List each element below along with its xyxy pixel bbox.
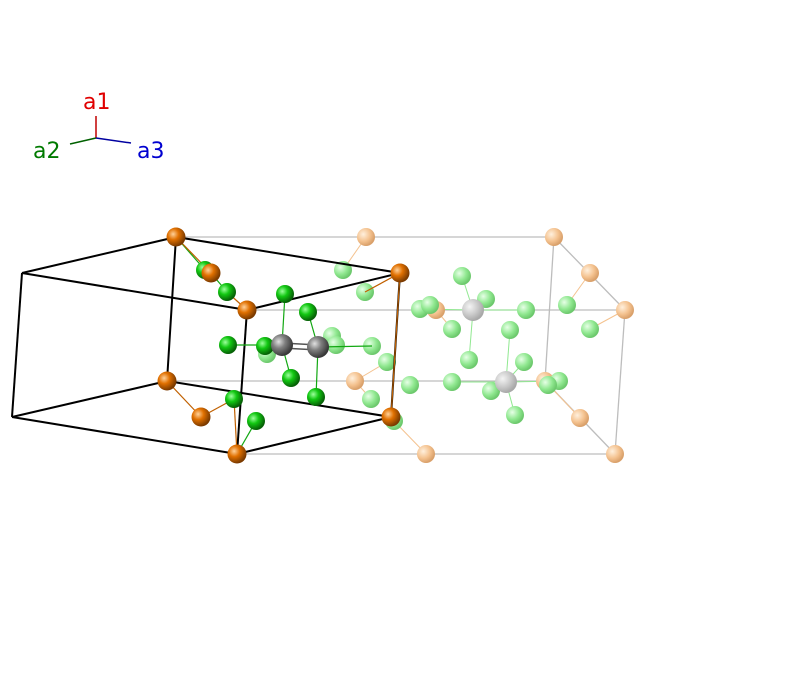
ghost-halogen-atom: [460, 351, 478, 369]
ghost-halogen-atom: [362, 390, 380, 408]
metal-atom: [381, 407, 401, 427]
ghost-metal-atom: [616, 301, 634, 319]
metal-atom: [227, 444, 247, 464]
ghost-halogen-atom: [506, 406, 524, 424]
ghost-halogen-atom: [443, 373, 461, 391]
halogen-atom: [218, 283, 236, 301]
ghost-halogen-atom: [327, 336, 345, 354]
ghost-halogen-atom: [453, 267, 471, 285]
axis-a3-line: [95, 137, 132, 144]
ghost-halogen-atom: [401, 376, 419, 394]
ghost-center-atom: [495, 371, 517, 393]
ghost-halogen-atom: [443, 320, 461, 338]
axis-a3-label: a3: [137, 139, 164, 164]
unit-cell-edges: [11, 236, 401, 455]
ghost-metal-atom: [606, 445, 624, 463]
ghost-halogen-atom: [581, 320, 599, 338]
ghost-halogen-atom: [517, 301, 535, 319]
axis-a2-line: [69, 137, 97, 145]
ghost-halogen-atom: [421, 296, 439, 314]
axis-triad: a1 a2 a3: [33, 90, 164, 164]
ghost-metal-atom: [571, 409, 589, 427]
ghost-metal-atom: [417, 445, 435, 463]
halogen-atom: [219, 336, 237, 354]
axis-a1-label: a1: [83, 90, 110, 115]
center-atom: [271, 334, 293, 356]
metal-atom: [191, 407, 211, 427]
atoms: [157, 227, 410, 464]
ghost-halogen-atom: [539, 376, 557, 394]
ghost-halogen-atom: [378, 353, 396, 371]
ghost-halogen-atom: [482, 382, 500, 400]
ghost-halogen-atom: [501, 321, 519, 339]
ghost-metal-atom: [357, 228, 375, 246]
axis-a2-label: a2: [33, 139, 60, 164]
halogen-atom: [256, 337, 274, 355]
ghost-atoms: [258, 228, 634, 463]
halogen-atom: [299, 303, 317, 321]
halogen-atom: [307, 388, 325, 406]
ghost-metal-atom: [346, 372, 364, 390]
halogen-atom: [225, 390, 243, 408]
center-atom: [307, 336, 329, 358]
metal-atom: [237, 300, 257, 320]
ghost-center-atom: [462, 299, 484, 321]
ghost-halogen-atom: [515, 353, 533, 371]
metal-atom: [390, 263, 410, 283]
ghost-metal-atom: [581, 264, 599, 282]
halogen-atom: [276, 285, 294, 303]
halogen-atom: [282, 369, 300, 387]
metal-atom: [166, 227, 186, 247]
metal-atom: [201, 263, 221, 283]
ghost-metal-atom: [545, 228, 563, 246]
metal-atom: [157, 371, 177, 391]
ghost-halogen-atom: [558, 296, 576, 314]
halogen-atom: [247, 412, 265, 430]
